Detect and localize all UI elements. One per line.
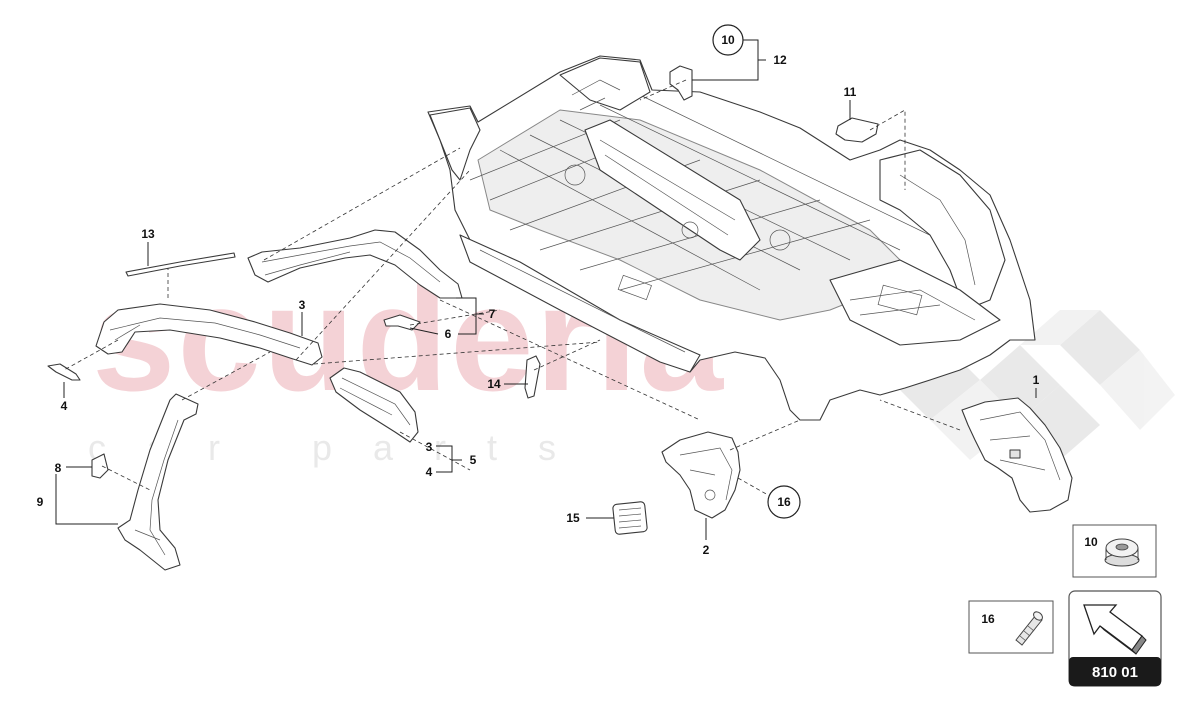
arrow-icon xyxy=(1083,604,1147,655)
legend-item-16: 16 xyxy=(968,600,1054,654)
label-14: 14 xyxy=(487,377,501,391)
label-8: 8 xyxy=(55,461,62,475)
callout-10-circle xyxy=(712,24,744,56)
part-6-bracket xyxy=(383,314,421,331)
label-1: 1 xyxy=(1033,373,1040,387)
label-3-upper: 3 xyxy=(299,298,306,312)
part-4-bracket-left xyxy=(47,363,81,381)
label-10: 10 xyxy=(721,33,735,47)
part-9-b-pillar xyxy=(117,393,199,571)
label-6: 6 xyxy=(445,327,452,341)
label-4-lower: 4 xyxy=(426,465,433,479)
label-12: 12 xyxy=(773,53,787,67)
label-13: 13 xyxy=(141,227,155,241)
part-1-rear-panel xyxy=(961,397,1073,513)
label-11: 11 xyxy=(844,85,857,99)
legend-16-label: 16 xyxy=(981,612,995,626)
label-5: 5 xyxy=(470,453,477,467)
callout-labels: 10 12 11 13 3 7 6 4 14 3 5 4 8 9 1 2 15 … xyxy=(37,33,1040,557)
part-15-grille xyxy=(612,501,648,535)
dashed-leader-lines xyxy=(63,79,961,496)
diagram-code-box[interactable]: 810 01 xyxy=(1068,590,1162,687)
stud-bolt-icon xyxy=(1015,611,1043,646)
part-5-sill-panel xyxy=(329,367,419,443)
label-15: 15 xyxy=(566,511,580,525)
grommet-icon xyxy=(1104,538,1140,567)
legend-10-label: 10 xyxy=(1084,535,1098,549)
part-12-bracket xyxy=(669,65,693,101)
callout-leaders xyxy=(55,39,1037,540)
underbody-assembly xyxy=(427,55,1036,421)
part-2-panel xyxy=(661,431,741,519)
part-13-trim-strip xyxy=(125,252,236,277)
diagram-code: 810 01 xyxy=(1092,664,1138,681)
label-2: 2 xyxy=(703,543,710,557)
label-16: 16 xyxy=(777,495,791,509)
callout-16-circle xyxy=(767,485,801,519)
label-9: 9 xyxy=(37,495,44,509)
part-14-bracket xyxy=(524,355,541,399)
label-4-left: 4 xyxy=(61,399,68,413)
label-3-lower: 3 xyxy=(426,440,433,454)
part-3-roof-frame xyxy=(95,303,323,366)
label-7: 7 xyxy=(489,307,496,321)
legend-item-10: 10 xyxy=(1072,524,1157,578)
part-8-plate xyxy=(91,453,109,479)
part-11-bracket xyxy=(835,117,879,143)
